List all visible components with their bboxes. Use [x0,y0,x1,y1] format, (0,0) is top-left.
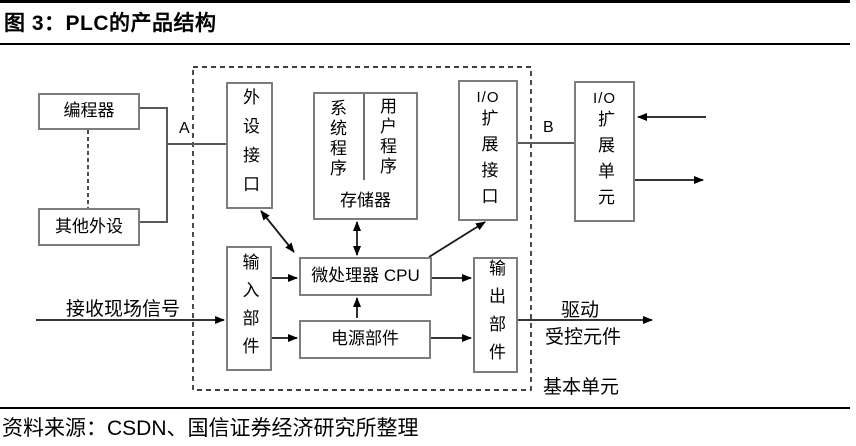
box-cpu: 微处理器 CPU [299,257,432,296]
label-port-a: A [179,120,190,137]
top-border-line [0,0,850,3]
box-io-expansion-unit: I/O 扩展单元 [574,81,635,222]
label-basic-unit: 基本单元 [543,377,620,398]
box-peripheral-interface-label: 外设接口 [240,87,259,204]
box-cpu-label: 微处理器 CPU [311,266,420,286]
label-controlled-component: 受控元件 [545,327,622,348]
box-power-unit: 电源部件 [299,320,431,359]
box-other-peripherals-label: 其他外设 [55,216,123,236]
basic-unit-dashed-frame [192,66,532,391]
figure-title: 图 3：PLC的产品结构 [4,12,217,35]
figure-source: 资料来源：CSDN、国信证券经济研究所整理 [2,417,419,440]
memory-user-program-label: 用户程序 [377,97,396,177]
io-expansion-unit-io: I/O [592,90,616,107]
box-programmer-label: 编程器 [63,101,115,121]
memory-divider [363,94,365,180]
label-drive: 驱动 [561,300,600,321]
box-output-unit-label: 输出部件 [486,259,505,371]
box-peripheral-interface: 外设接口 [226,82,273,209]
memory-system-program-label: 系统程序 [327,99,346,179]
footer-separator-line [0,407,850,409]
box-other-peripherals: 其他外设 [38,208,140,246]
box-input-unit-label: 输入部件 [239,252,259,365]
io-expansion-unit-label: 扩展单元 [595,110,614,214]
plain-connectors [139,107,574,223]
io-expansion-interface-io: I/O [476,89,500,106]
box-input-unit: 输入部件 [226,246,272,371]
box-output-unit: 输出部件 [473,257,518,373]
box-power-unit-label: 电源部件 [331,329,399,349]
label-receive-field-signal: 接收现场信号 [66,299,181,320]
box-programmer: 编程器 [38,93,140,130]
arrow-cpu-to-io-interface [428,221,486,258]
arrow-periph-interface-cpu-bidirectional [260,210,295,253]
memory-label: 存储器 [340,191,391,210]
box-io-expansion-interface: I/O 扩展接口 [458,80,518,221]
box-memory: 系统程序 用户程序 存储器 [313,92,418,220]
title-separator-line [0,43,850,45]
label-port-b: B [543,119,554,136]
io-expansion-interface-label: 扩展接口 [478,109,498,213]
